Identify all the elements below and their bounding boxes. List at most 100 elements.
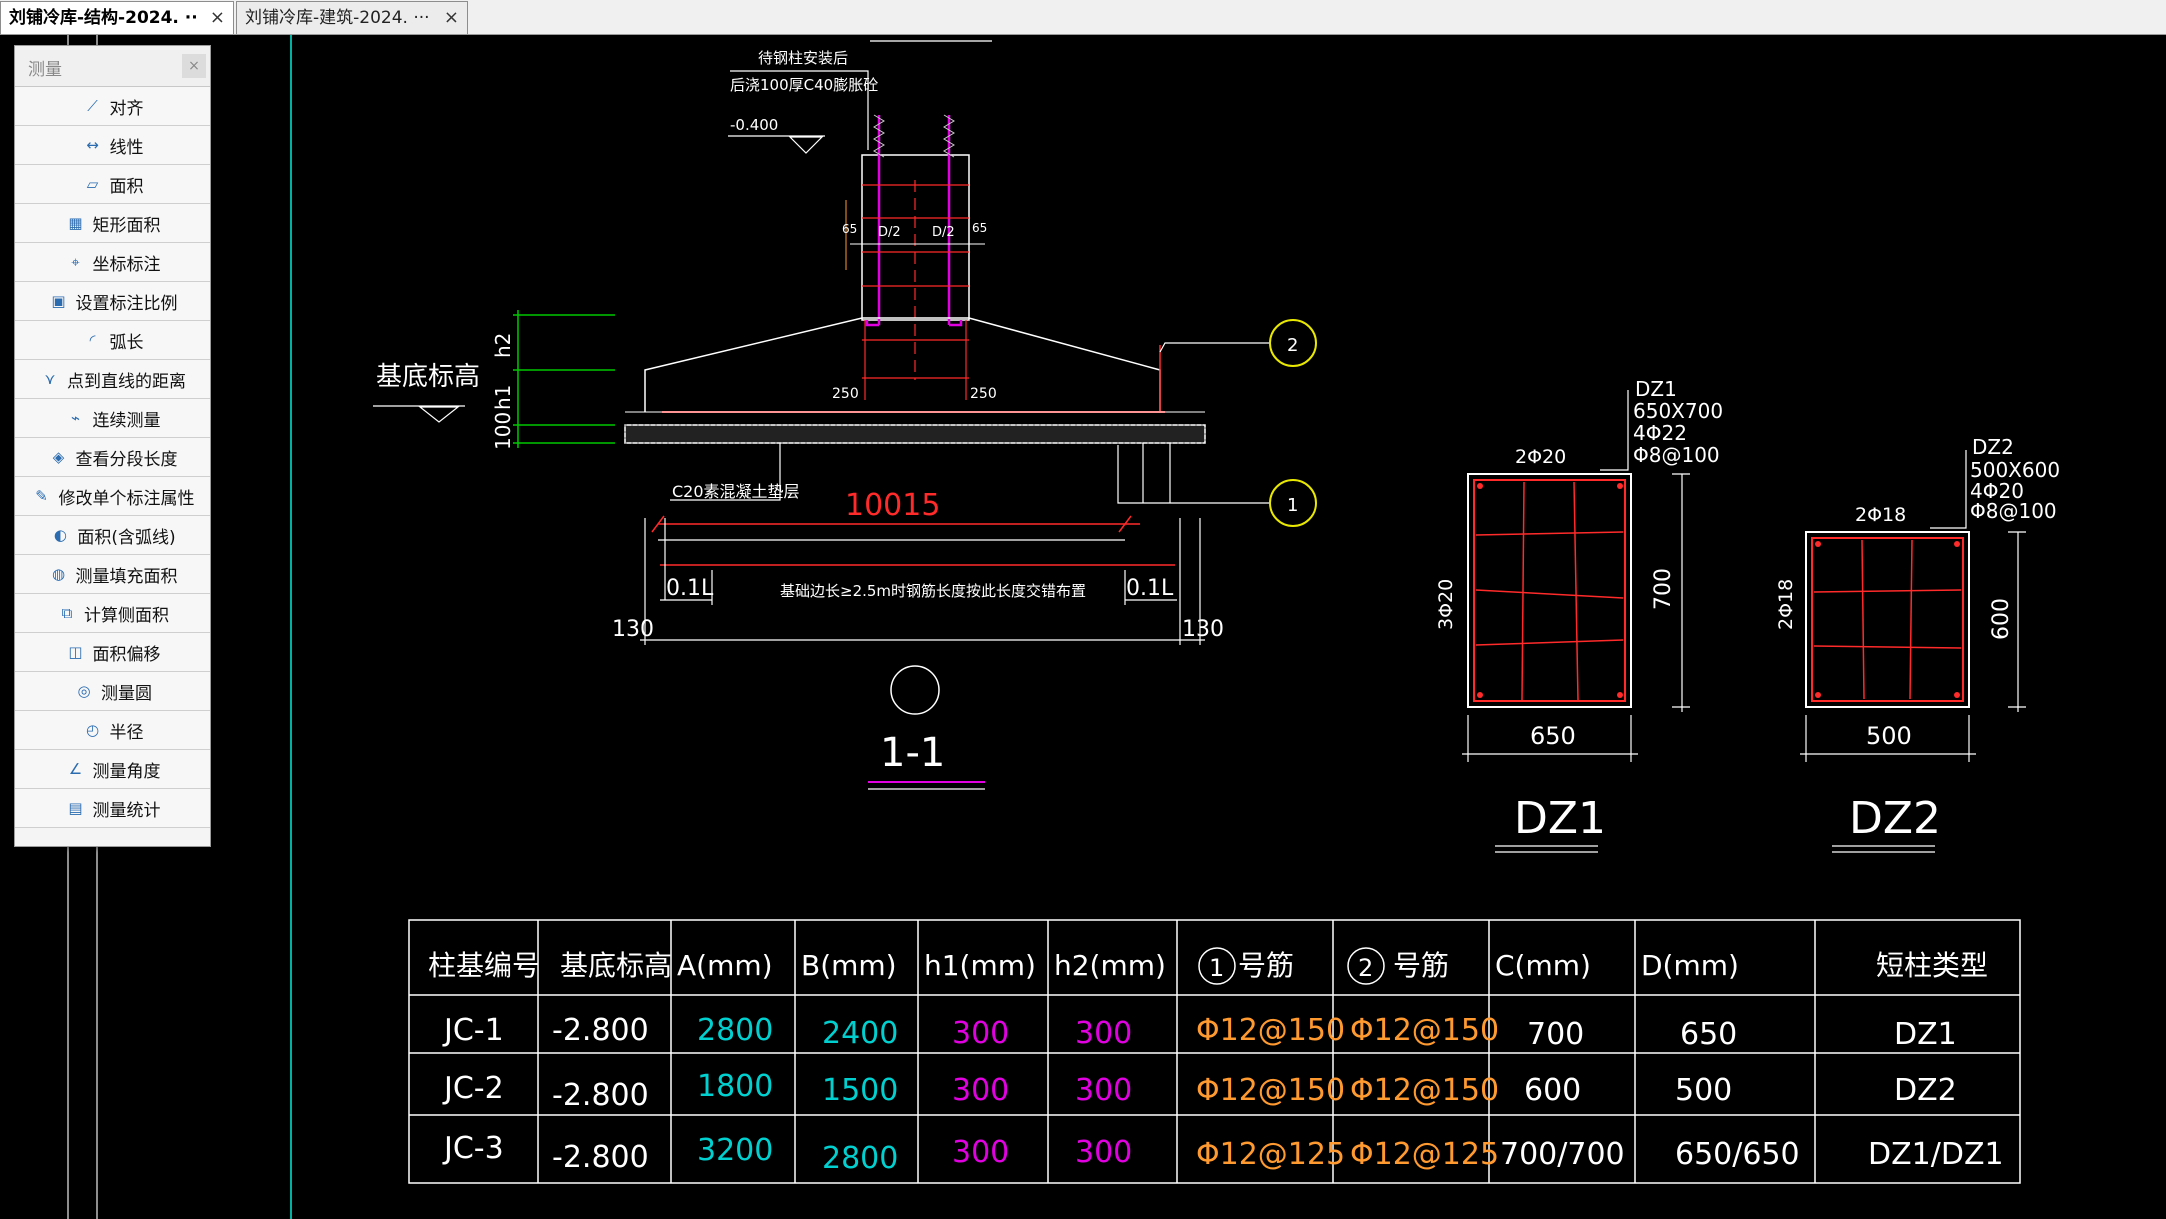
radius-icon: ◴ xyxy=(85,721,100,739)
measure-tool-edit-annotation[interactable]: ✎ 修改单个标注属性 xyxy=(15,477,210,516)
table-cell: 2800 xyxy=(697,1013,773,1048)
area-icon: ▱ xyxy=(86,175,99,193)
dim-65-left: 65 xyxy=(842,222,857,236)
coordinate-icon: ⌖ xyxy=(71,253,80,271)
tab-structure-drawing[interactable]: 刘铺冷库-结构-2024. ·· × xyxy=(0,1,234,34)
measure-tool-scale[interactable]: ▣设置标注比例 xyxy=(15,282,210,321)
measure-tool-label: 测量角度 xyxy=(92,761,161,782)
linear-measure-icon: ↔ xyxy=(86,136,99,154)
measure-tool-coordinate[interactable]: ⌖坐标标注 xyxy=(15,243,210,282)
tab-architecture-drawing[interactable]: 刘铺冷库-建筑-2024. ··· × xyxy=(236,1,468,34)
dz2-size: 500X600 xyxy=(1970,458,2060,482)
table-header: B(mm) xyxy=(801,949,897,982)
fill-area-icon: ◍ xyxy=(51,565,66,583)
measure-tool-arc-area[interactable]: ◐ 面积(含弧线) xyxy=(15,516,210,555)
dz1-size: 650X700 xyxy=(1633,399,1723,423)
measure-tool-linear-measure[interactable]: ↔ 线性 xyxy=(15,126,210,165)
dz2-side-bars: 2Φ18 xyxy=(1775,579,1797,630)
dz1-height: 700 xyxy=(1651,568,1676,610)
measure-tool-label: 测量统计 xyxy=(92,800,161,821)
table-cell: 300 xyxy=(952,1135,1009,1170)
measure-tool-label: 面积(含弧线) xyxy=(77,527,176,548)
measure-tool-label: 计算侧面积 xyxy=(84,605,169,626)
measure-tool-label: 测量填充面积 xyxy=(75,566,178,587)
table-header: C(mm) xyxy=(1495,949,1591,982)
dz2-top-bars: 2Φ18 xyxy=(1855,504,1906,526)
measure-tool-label: 修改单个标注属性 xyxy=(58,488,195,509)
edit-annotation-icon: ✎ xyxy=(35,487,48,505)
table-cell: DZ1 xyxy=(1894,1017,1957,1052)
measure-tool-radius[interactable]: ◴半径 xyxy=(15,711,210,750)
callout-1: 1 xyxy=(1287,495,1298,516)
table-cell: 700/700 xyxy=(1500,1137,1625,1172)
table-cell: 300 xyxy=(952,1016,1009,1051)
table-cell: -2.800 xyxy=(552,1078,649,1113)
dim-01l-left: 0.1L xyxy=(666,576,714,601)
table-cell: 1800 xyxy=(697,1069,773,1104)
measure-tool-angle[interactable]: ∠ 测量角度 xyxy=(15,750,210,789)
measure-panel-header[interactable]: 测量 × xyxy=(15,46,210,87)
measure-tool-fill-area[interactable]: ◍ 测量填充面积 xyxy=(15,555,210,594)
measure-tool-segment-length[interactable]: ◈查看分段长度 xyxy=(15,438,210,477)
dim-130-right: 130 xyxy=(1182,617,1224,642)
table-cell: 600 xyxy=(1524,1073,1581,1108)
table-cell: Φ12@150 xyxy=(1350,1073,1499,1108)
table-cell: 2400 xyxy=(822,1016,898,1051)
table-cell: 1500 xyxy=(822,1073,898,1108)
measure-tool-side-area[interactable]: ⧉ 计算侧面积 xyxy=(15,594,210,633)
measure-tool-label: 设置标注比例 xyxy=(75,293,178,314)
tab-close-icon[interactable]: × xyxy=(209,7,225,28)
column-dz1-detail: DZ1 650X700 4Φ22 Φ8@100 2Φ20 3Φ20 700 xyxy=(1435,377,1723,853)
dz1-width: 650 xyxy=(1530,722,1576,750)
table-cell: 500 xyxy=(1675,1073,1732,1108)
measure-tool-align-measure[interactable]: ⟋对齐 xyxy=(15,87,210,126)
measure-tool-circle-measure[interactable]: ◎测量圆 xyxy=(15,672,210,711)
measure-tool-point-line-distance[interactable]: ⋎点到直线的距离 xyxy=(15,360,210,399)
table-cell: 300 xyxy=(952,1073,1009,1108)
arc-area-icon: ◐ xyxy=(53,526,67,544)
table-cell: 300 xyxy=(1075,1016,1132,1051)
tab-close-icon[interactable]: × xyxy=(443,7,459,28)
measure-tool-statistics[interactable]: ▤测量统计 xyxy=(15,789,210,828)
circle-measure-icon: ◎ xyxy=(77,682,91,700)
dim-100: 100 xyxy=(491,412,515,450)
measure-tool-continuous-measure[interactable]: ⌁连续测量 xyxy=(15,399,210,438)
header-circle-1: 1 xyxy=(1209,954,1224,982)
table-header: 号筋 xyxy=(1393,949,1449,982)
measure-tool-area[interactable]: ▱ 面积 xyxy=(15,165,210,204)
table-cell: Φ12@150 xyxy=(1196,1013,1345,1048)
cad-drawing[interactable]: 待钢柱安装后 后浇100厚C40膨胀砼 -0.400 65 65 xyxy=(0,35,2166,1219)
table-cell: 700 xyxy=(1527,1017,1584,1052)
table-cell: Φ12@150 xyxy=(1196,1073,1345,1108)
base-level-label: 基底标高 xyxy=(376,362,480,392)
note-grout: 后浇100厚C40膨胀砼 xyxy=(730,76,878,94)
dim-130-left: 130 xyxy=(612,617,654,642)
table-cell: DZ2 xyxy=(1894,1073,1957,1108)
dz1-name: DZ1 xyxy=(1635,377,1677,401)
point-line-distance-icon: ⋎ xyxy=(44,370,56,388)
dz2-title: DZ2 xyxy=(1849,793,1941,844)
measure-panel-title: 测量 xyxy=(28,60,62,80)
measure-tool-label: 线性 xyxy=(109,137,144,158)
table-cell: Φ12@150 xyxy=(1350,1013,1499,1048)
dim-01l-right: 0.1L xyxy=(1126,576,1174,601)
measure-tool-rect-area[interactable]: ▦矩形面积 xyxy=(15,204,210,243)
angle-icon: ∠ xyxy=(68,760,83,778)
table-cell: 300 xyxy=(1075,1135,1132,1170)
section-1-1: 待钢柱安装后 后浇100厚C40膨胀砼 -0.400 65 65 xyxy=(373,49,1317,790)
table-cell: 3200 xyxy=(697,1133,773,1168)
drawing-canvas[interactable]: 待钢柱安装后 后浇100厚C40膨胀砼 -0.400 65 65 xyxy=(0,35,2166,1219)
measure-tool-arc-length[interactable]: ◜弧长 xyxy=(15,321,210,360)
table-cell: JC-1 xyxy=(442,1013,504,1048)
measure-tool-area-offset[interactable]: ◫面积偏移 xyxy=(15,633,210,672)
side-area-icon: ⧉ xyxy=(61,604,73,622)
dz2-bars: 4Φ20 xyxy=(1970,479,2024,503)
cushion-label: C20素混凝土垫层 xyxy=(672,482,800,501)
table-cell: Φ12@125 xyxy=(1196,1137,1345,1172)
panel-close-icon[interactable]: × xyxy=(182,54,206,78)
long-rebar-note: 基础边长≥2.5m时钢筋长度按此长度交错布置 xyxy=(780,582,1086,600)
measure-tool-label: 面积偏移 xyxy=(92,644,161,665)
table-header-row: 柱基编号 基底标高 A(mm) B(mm) h1(mm) h2(mm) 号筋 号… xyxy=(428,949,1988,982)
dz2-height: 600 xyxy=(1989,598,2014,640)
measure-tool-label: 面积 xyxy=(109,176,144,197)
